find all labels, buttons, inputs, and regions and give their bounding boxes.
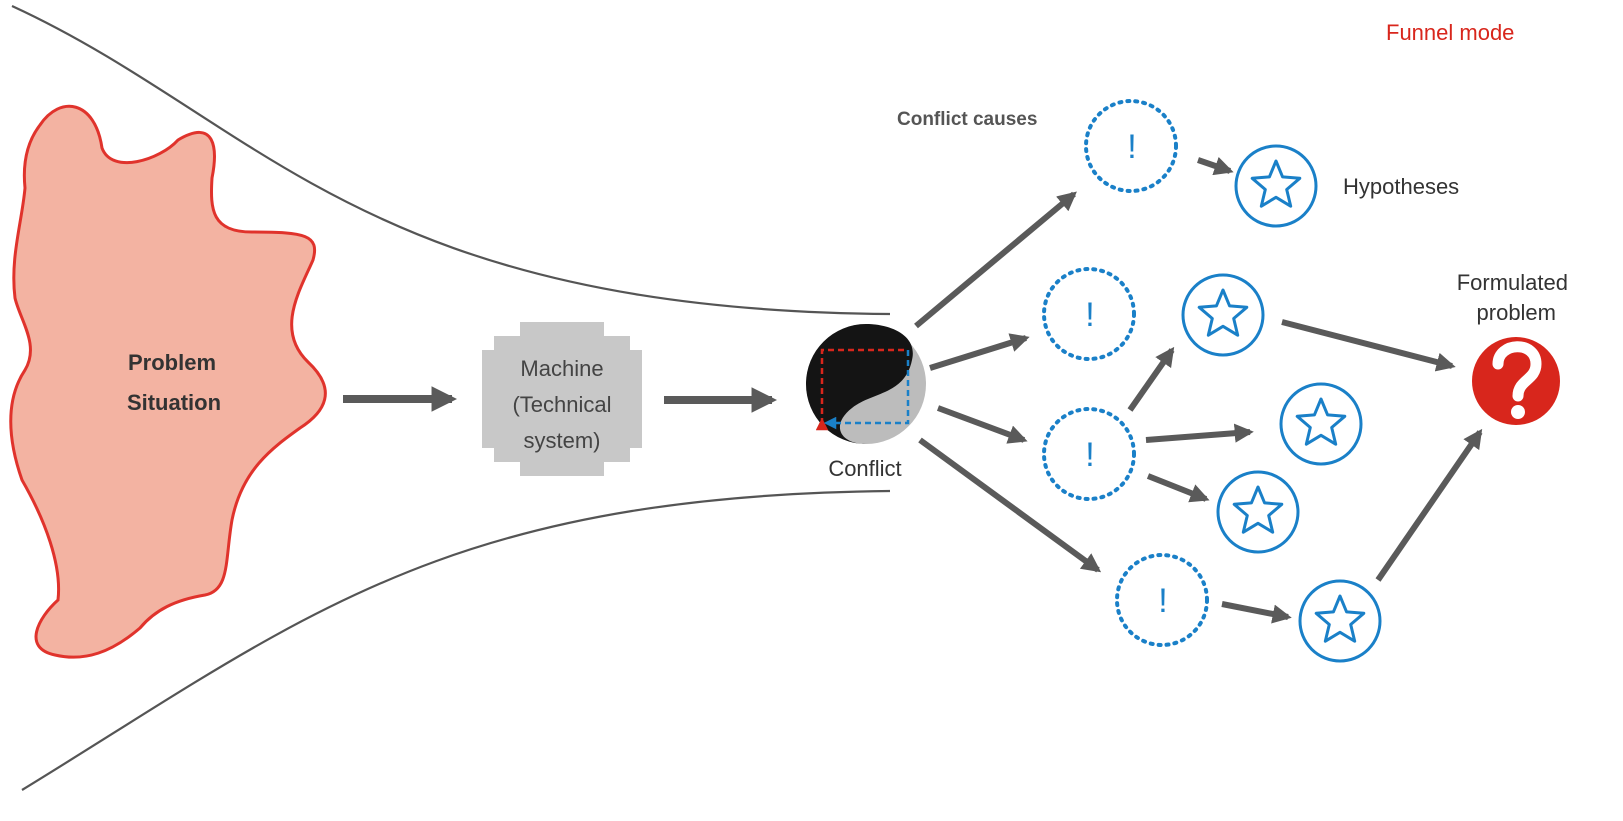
exclamation-icon: !: [1085, 296, 1094, 334]
conflict-node: Conflict: [806, 324, 926, 481]
cause-node: !: [1115, 553, 1209, 647]
formulated-problem-line1: Formulated: [1457, 270, 1568, 295]
arrow-conflict-to-cause-4: [918, 437, 1102, 573]
arrow-cause-1-to-hypothesis-1: [1197, 156, 1234, 176]
formulated-problem-line2: problem: [1477, 300, 1556, 325]
arrow-cause-3-to-hypothesis-3: [1145, 423, 1254, 443]
star-icon: [1298, 579, 1382, 663]
funnel-lower-edge: [21, 489, 891, 791]
arrow-conflict-to-cause-2: [929, 333, 1030, 371]
machine-gear: [482, 322, 642, 476]
conflict-yin-yang-icon: [806, 324, 926, 444]
exclamation-icon: !: [1085, 436, 1094, 474]
funnel-upper-edge: [11, 5, 891, 316]
problem-situation-line1: Problem: [128, 350, 216, 375]
arrow-cause-4-to-hypothesis-5: [1221, 601, 1292, 624]
star-icon: [1181, 273, 1265, 357]
problem-situation-line2: Situation: [127, 390, 221, 415]
cause-node: !: [1042, 267, 1136, 361]
star-icon: [1234, 144, 1318, 228]
machine-line3: system): [524, 428, 601, 453]
conflict-label: Conflict: [828, 456, 901, 481]
problem-situation-shape: Problem Situation: [9, 105, 327, 659]
star-icon: [1279, 382, 1363, 466]
machine-line2: (Technical: [512, 392, 611, 417]
hypotheses-label: Hypotheses: [1343, 174, 1459, 199]
arrow-conflict-to-cause-3: [936, 405, 1028, 444]
exclamation-icon: !: [1158, 582, 1167, 620]
arrow-cause-3-to-hypothesis-2: [1127, 346, 1175, 412]
arrow-conflict-to-cause-1: [914, 191, 1077, 329]
problem-blob: [9, 105, 327, 659]
arrow-hypothesis-5-to-problem: [1375, 428, 1483, 582]
star-icon: [1216, 470, 1300, 554]
cause-node: !: [1042, 407, 1136, 501]
machine-line1: Machine: [520, 356, 603, 381]
arrow-cause-3-to-hypothesis-4: [1146, 473, 1210, 503]
diagram-title: Funnel mode: [1386, 20, 1514, 45]
cause-node: !: [1084, 99, 1178, 193]
exclamation-icon: !: [1127, 128, 1136, 166]
conflict-causes-label: Conflict causes: [897, 109, 1037, 130]
question-mark-icon: [1472, 337, 1560, 425]
arrow-hypothesis-2-to-problem: [1281, 319, 1456, 372]
machine-box: Machine (Technical system): [482, 322, 642, 476]
